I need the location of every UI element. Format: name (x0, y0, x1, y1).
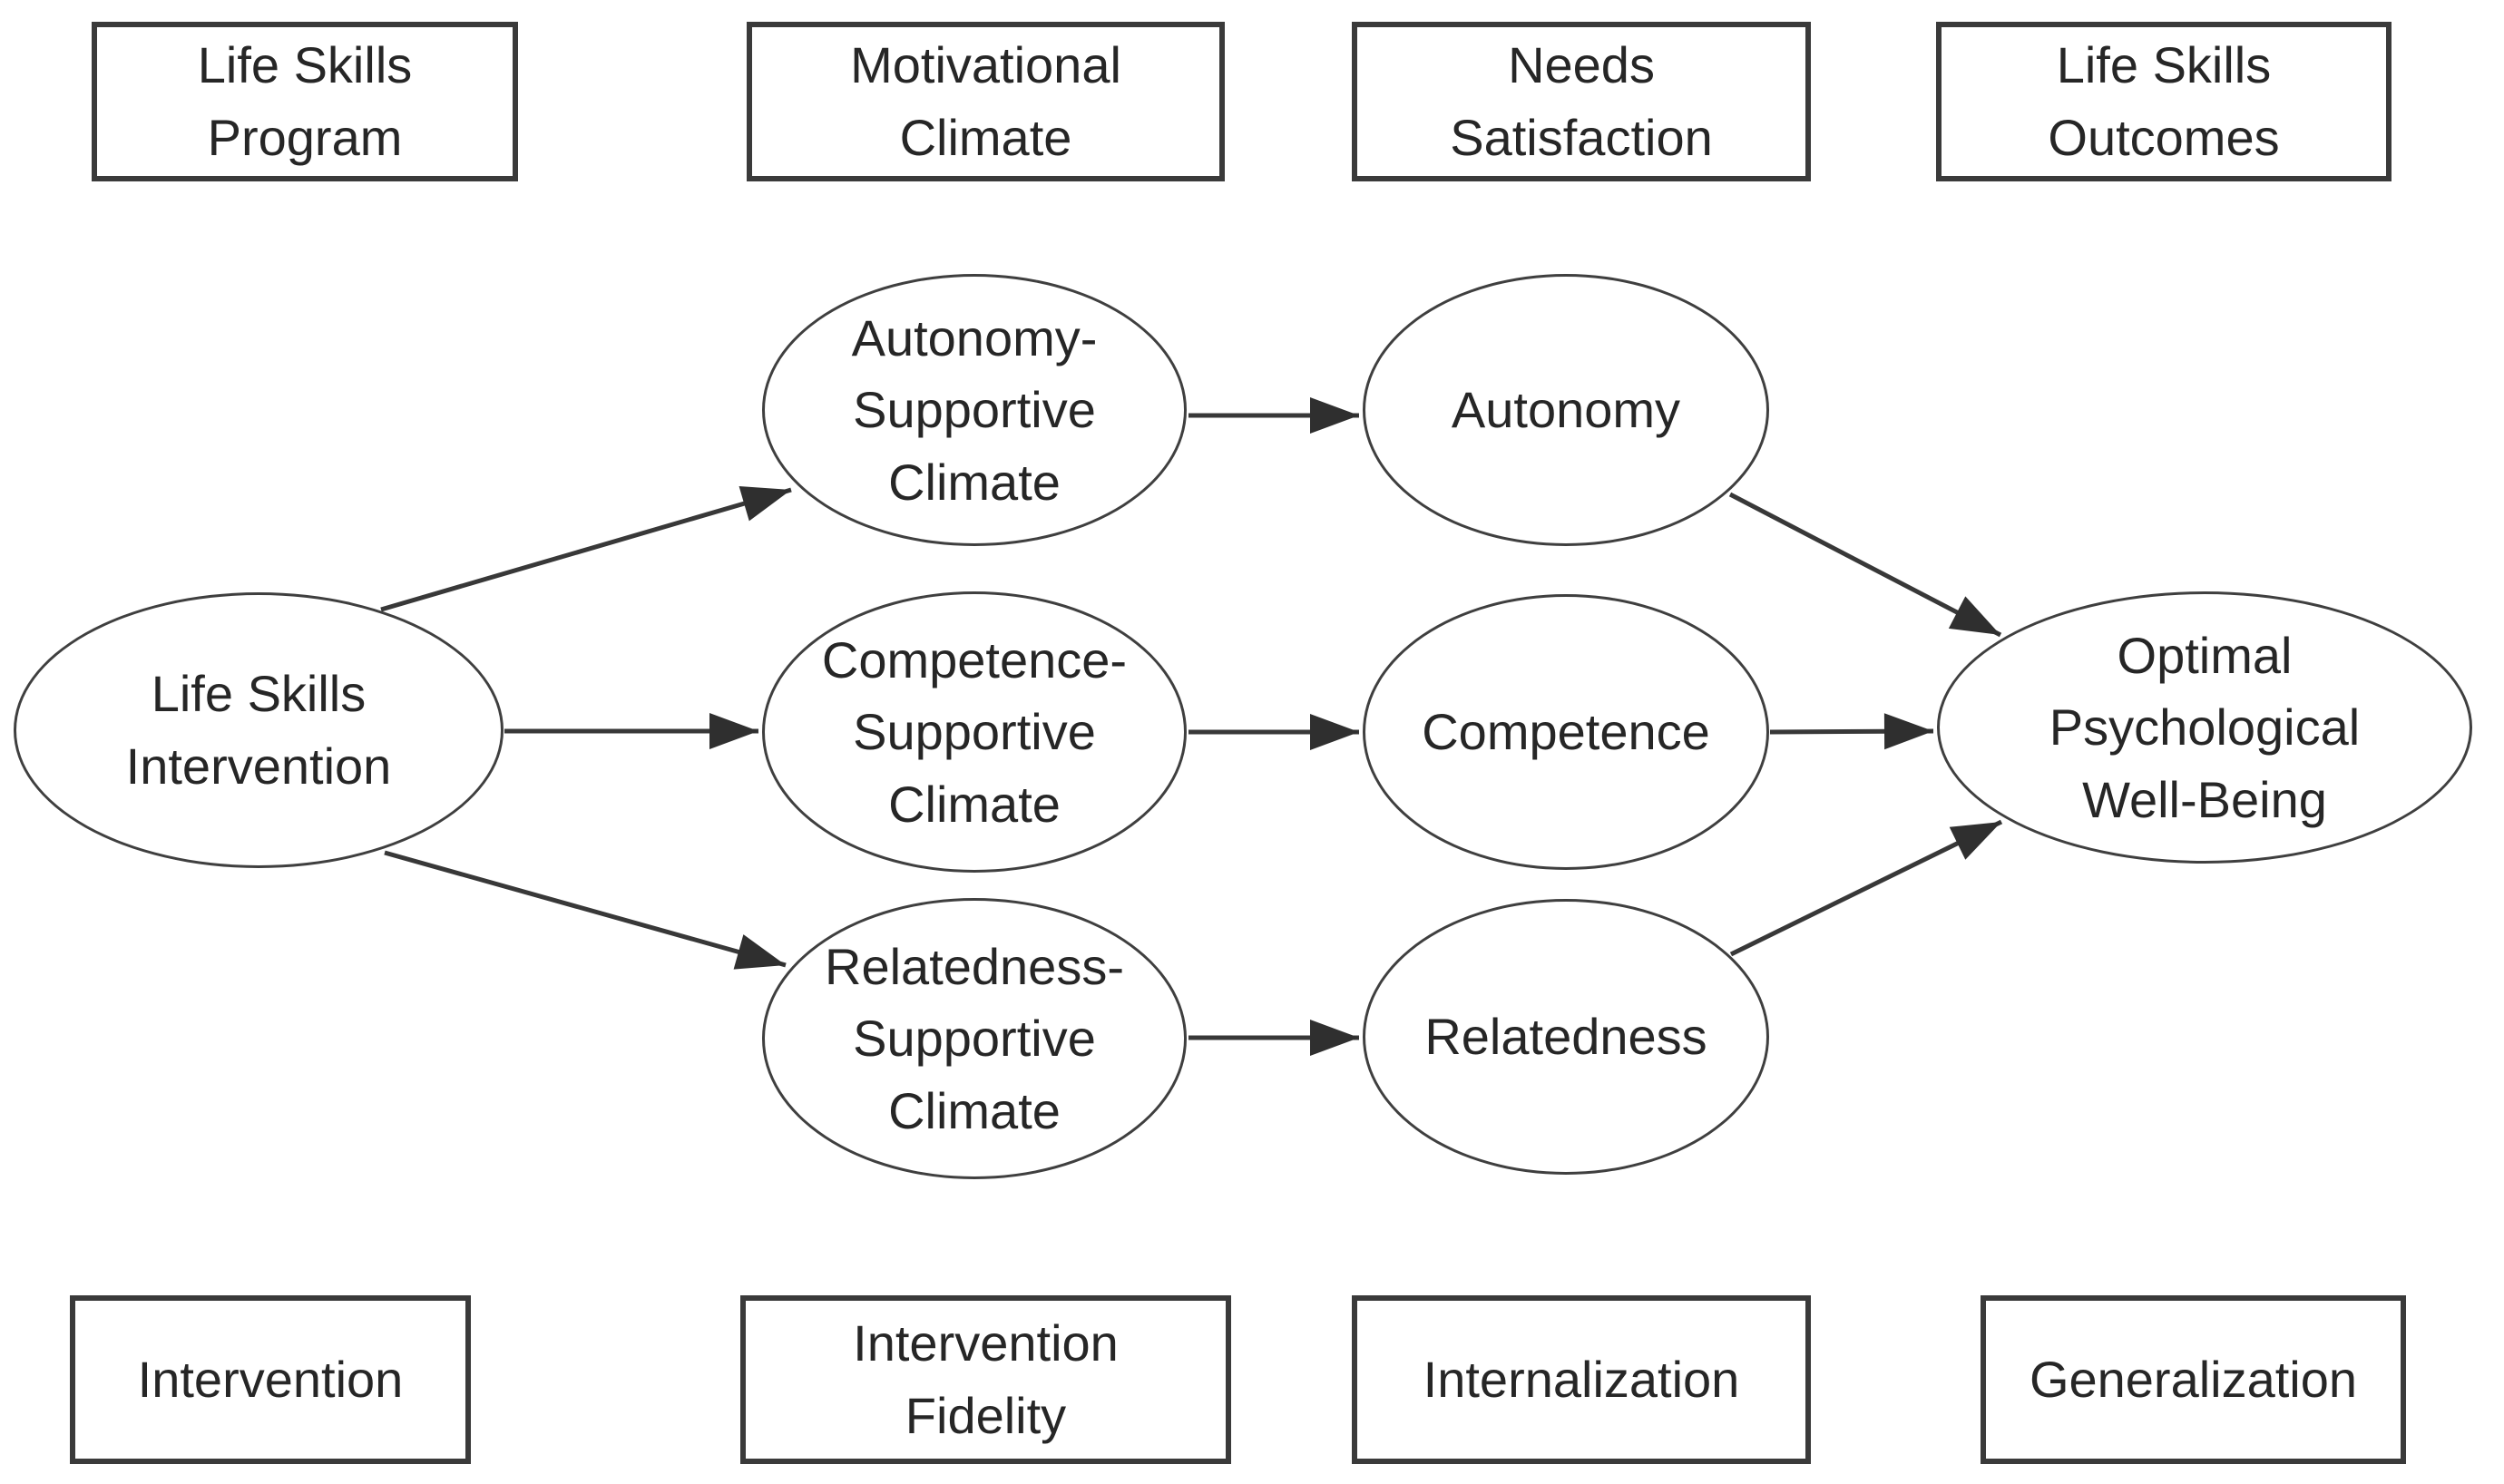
header-box-needs-satisfaction: Needs Satisfaction (1352, 22, 1811, 181)
header-box-motivational-climate: Motivational Climate (747, 22, 1225, 181)
node-autonomy-supportive-climate-label: Autonomy- Supportive Climate (851, 308, 1098, 511)
node-life-skills-intervention-label: Life Skills Intervention (125, 665, 392, 795)
header-box-life-skills-program: Life Skills Program (92, 22, 518, 181)
header-box-life-skills-program-label: Life Skills Program (197, 36, 413, 166)
arrow-competence-to-well-being (1769, 713, 1934, 750)
footer-box-generalization-label: Generalization (2029, 1351, 2358, 1409)
footer-box-intervention-fidelity: Intervention Fidelity (740, 1295, 1231, 1464)
node-optimal-psychological-well-being-label: Optimal Psychological Well-Being (2049, 626, 2361, 828)
node-relatedness-supportive-climate-label: Relatedness- Supportive Climate (825, 937, 1124, 1139)
arrow-intervention-to-autonomy-climate (380, 485, 792, 612)
footer-box-intervention-fidelity-label: Intervention Fidelity (853, 1314, 1119, 1444)
node-autonomy: Autonomy (1363, 274, 1769, 546)
node-relatedness-label: Relatedness (1424, 1008, 1707, 1066)
node-competence: Competence (1363, 594, 1769, 870)
node-life-skills-intervention: Life Skills Intervention (14, 592, 504, 868)
footer-box-intervention-label: Intervention (137, 1351, 404, 1409)
footer-box-intervention: Intervention (70, 1295, 471, 1464)
footer-box-generalization: Generalization (1981, 1295, 2406, 1464)
node-optimal-psychological-well-being: Optimal Psychological Well-Being (1937, 591, 2472, 864)
header-box-life-skills-outcomes: Life Skills Outcomes (1936, 22, 2392, 181)
arrow-relatedness-to-well-being (1729, 819, 2003, 957)
footer-box-internalization-label: Internalization (1423, 1351, 1740, 1409)
node-autonomy-supportive-climate: Autonomy- Supportive Climate (762, 274, 1187, 546)
node-relatedness-supportive-climate: Relatedness- Supportive Climate (762, 898, 1187, 1179)
header-box-needs-satisfaction-label: Needs Satisfaction (1450, 36, 1713, 166)
arrow-intervention-to-relatedness-climate (384, 850, 787, 970)
node-competence-label: Competence (1422, 703, 1710, 761)
node-competence-supportive-climate-label: Competence- Supportive Climate (821, 630, 1128, 833)
node-autonomy-label: Autonomy (1451, 381, 1681, 439)
node-relatedness: Relatedness (1363, 899, 1769, 1175)
header-box-life-skills-outcomes-label: Life Skills Outcomes (2048, 36, 2280, 166)
arrow-autonomy-to-well-being (1728, 492, 2002, 638)
header-box-motivational-climate-label: Motivational Climate (850, 36, 1121, 166)
node-competence-supportive-climate: Competence- Supportive Climate (762, 591, 1187, 873)
footer-box-internalization: Internalization (1352, 1295, 1811, 1464)
